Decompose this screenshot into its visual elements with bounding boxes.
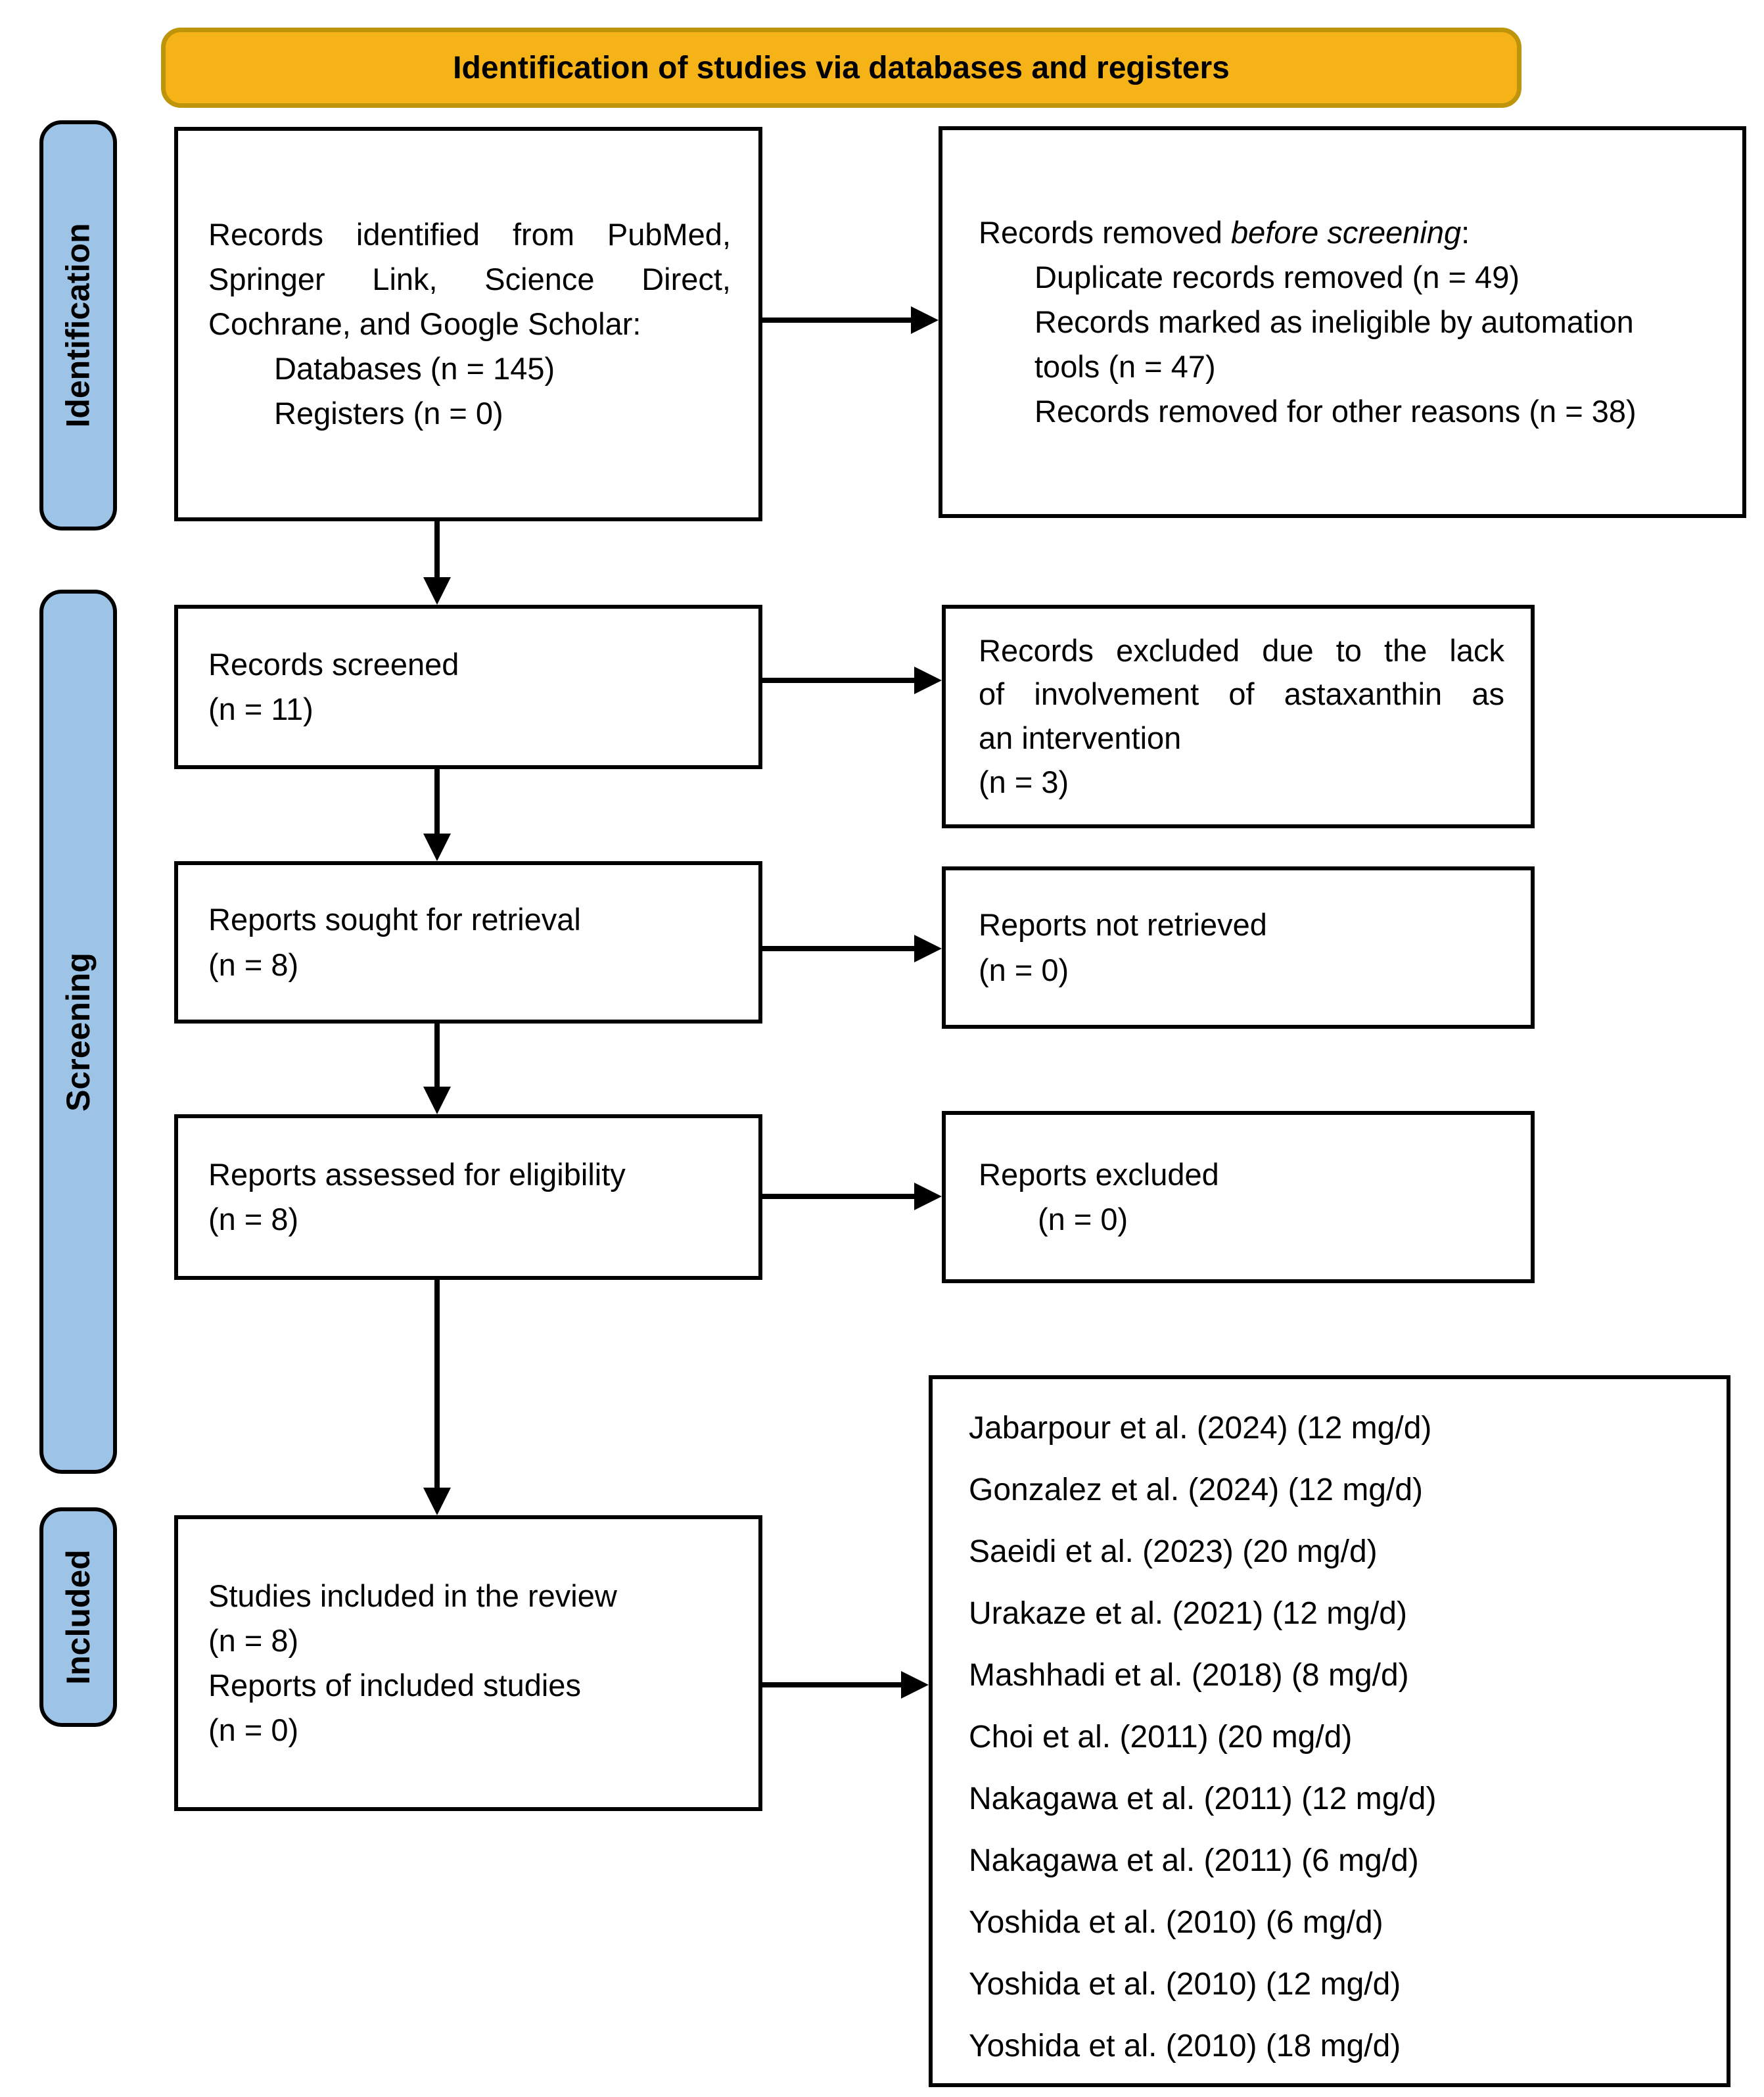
arrow-head-down-icon <box>423 1488 451 1515</box>
records-screened-count: (n = 11) <box>208 692 313 726</box>
box-records-identified: Records identified from PubMed, Springer… <box>174 127 762 521</box>
records-removed-intro-italic: before screening <box>1231 214 1462 250</box>
study-list-item: Yoshida et al. (2010) (6 mg/d) <box>969 1905 1383 1940</box>
box-records-excluded: Records excluded due to the lack of invo… <box>942 605 1535 828</box>
study-list-item: Jabarpour et al. (2024) (12 mg/d) <box>969 1411 1432 1446</box>
records-identified-line: Records identified from PubMed, <box>208 216 731 252</box>
reports-excluded-count: (n = 0) <box>1038 1202 1128 1237</box>
studies-included-count: (n = 8) <box>208 1622 299 1658</box>
reports-not-retrieved-count: (n = 0) <box>979 952 1069 987</box>
arrow-head-down-icon <box>423 1087 451 1114</box>
study-list-item: Yoshida et al. (2010) (18 mg/d) <box>969 2029 1401 2063</box>
reports-assessed-count: (n = 8) <box>208 1202 299 1237</box>
records-identified-line: Springer Link, Science Direct, <box>208 261 731 296</box>
records-excluded-line: an intervention <box>979 720 1182 755</box>
arrow-shaft <box>762 318 915 323</box>
box-records-screened: Records screened (n = 11) <box>174 605 762 769</box>
stage-ribbon-included: Included <box>39 1507 117 1727</box>
stage-label-identification: Identification <box>60 223 97 428</box>
stage-label-screening: Screening <box>60 952 97 1112</box>
study-list-item: Urakaze et al. (2021) (12 mg/d) <box>969 1596 1407 1631</box>
study-list-item: Yoshida et al. (2010) (12 mg/d) <box>969 1967 1401 2002</box>
study-list-item: Gonzalez et al. (2024) (12 mg/d) <box>969 1473 1424 1507</box>
arrow-head-down-icon <box>423 577 451 605</box>
arrow-head-right-icon <box>914 667 942 694</box>
reports-included-count: (n = 0) <box>208 1712 299 1748</box>
arrow-shaft <box>434 1280 440 1492</box>
arrow-shaft <box>762 946 918 951</box>
reports-sought-count: (n = 8) <box>208 947 299 982</box>
arrow-head-right-icon <box>901 1671 929 1699</box>
box-reports-excluded: Reports excluded (n = 0) <box>942 1111 1535 1283</box>
records-identified-registers-count: Registers (n = 0) <box>274 396 503 431</box>
study-list-item: Mashhadi et al. (2018) (8 mg/d) <box>969 1658 1409 1693</box>
box-reports-sought: Reports sought for retrieval (n = 8) <box>174 861 762 1024</box>
arrow-shaft <box>762 678 918 683</box>
records-screened-label: Records screened <box>208 646 459 682</box>
box-records-removed: Records removed before screening: Duplic… <box>939 126 1746 518</box>
arrow-shaft <box>434 769 440 837</box>
records-excluded-line: of involvement of astaxanthin as <box>979 676 1504 712</box>
records-removed-intro-prefix: Records removed <box>979 214 1231 250</box>
stage-ribbon-identification: Identification <box>39 120 117 530</box>
records-excluded-count: (n = 3) <box>979 764 1069 799</box>
records-excluded-line: Records excluded due to the lack <box>979 632 1504 668</box>
arrow-head-right-icon <box>914 1183 942 1210</box>
reports-not-retrieved-label: Reports not retrieved <box>979 907 1267 943</box>
box-reports-assessed: Reports assessed for eligibility (n = 8) <box>174 1114 762 1280</box>
study-list-item: Choi et al. (2011) (20 mg/d) <box>969 1720 1353 1755</box>
records-removed-intro-suffix: : <box>1461 214 1470 250</box>
study-list-item: Saeidi et al. (2023) (20 mg/d) <box>969 1534 1378 1569</box>
box-studies-included: Studies included in the review (n = 8) R… <box>174 1515 762 1811</box>
reports-sought-label: Reports sought for retrieval <box>208 902 581 937</box>
study-list-item: Nakagawa et al. (2011) (6 mg/d) <box>969 1843 1419 1878</box>
arrow-head-down-icon <box>423 834 451 861</box>
reports-included-label: Reports of included studies <box>208 1668 581 1703</box>
arrow-shaft <box>762 1682 905 1687</box>
arrow-head-right-icon <box>914 935 942 962</box>
study-list-item: Nakagawa et al. (2011) (12 mg/d) <box>969 1781 1437 1816</box>
reports-assessed-label: Reports assessed for eligibility <box>208 1156 626 1192</box>
records-removed-automation: Records marked as ineligible by automati… <box>1034 304 1634 339</box>
title-banner-label: Identification of studies via databases … <box>453 50 1230 85</box>
records-removed-automation-count: tools (n = 47) <box>1034 349 1216 385</box>
arrow-shaft <box>762 1194 918 1199</box>
box-study-list: Jabarpour et al. (2024) (12 mg/d) Gonzal… <box>929 1375 1730 2087</box>
arrow-shaft <box>434 521 440 581</box>
title-banner: Identification of studies via databases … <box>161 28 1521 108</box>
records-identified-line: Cochrane, and Google Scholar: <box>208 306 641 341</box>
reports-excluded-label: Reports excluded <box>979 1156 1219 1192</box>
stage-label-included: Included <box>60 1549 97 1685</box>
studies-included-label: Studies included in the review <box>208 1578 617 1613</box>
records-removed-duplicates: Duplicate records removed (n = 49) <box>1034 259 1520 295</box>
stage-ribbon-screening: Screening <box>39 590 117 1474</box>
arrow-shaft <box>434 1024 440 1091</box>
records-identified-databases-count: Databases (n = 145) <box>274 351 555 387</box>
records-removed-other-reasons: Records removed for other reasons (n = 3… <box>1034 394 1636 429</box>
arrow-head-right-icon <box>911 306 939 334</box>
records-removed-intro: Records removed before screening: <box>979 210 1719 255</box>
box-reports-not-retrieved: Reports not retrieved (n = 0) <box>942 866 1535 1029</box>
